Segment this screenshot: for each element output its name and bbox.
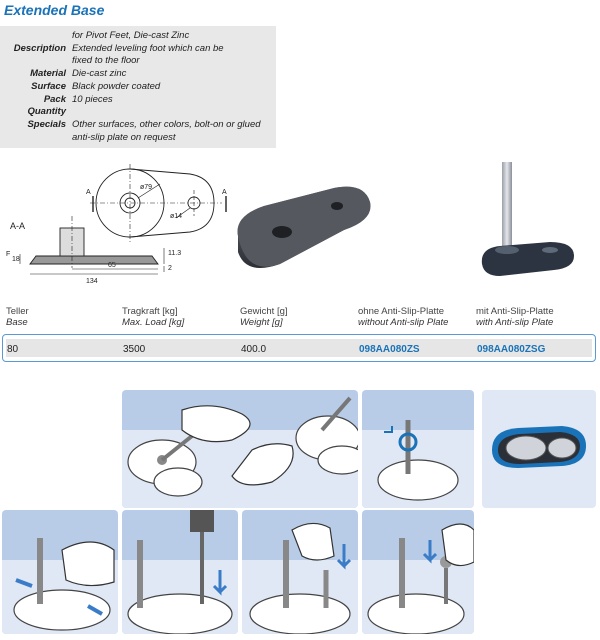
spec-value: anti-slip plate on request [72,131,176,143]
spec-key [4,55,72,68]
step-lock-nut [362,390,474,508]
spec-key: Specials [27,118,66,130]
base-photo [237,186,371,268]
dim-2: 2 [168,265,172,272]
spec-value: fixed to the floor [72,55,140,67]
dim-diameter-79: ø79 [140,184,152,191]
section-label: A-A [10,221,25,231]
spec-intro: for Pivot Feet, Die-cast Zinc [72,30,190,41]
spec-value: Die-cast zinc [72,68,127,80]
step-drill-hole [122,510,238,634]
base-section [29,255,159,265]
spec-row: anti-slip plate on request [4,132,272,145]
table-row: 80 3500 400.0 098AA080ZS 098AA080ZSG [2,334,596,362]
spec-key: Material [30,68,66,80]
dim-65: 65 [108,262,116,269]
spec-row: Description Extended leveling foot which… [4,43,272,56]
leveling-foot-photo [481,162,574,276]
spec-value: Extended leveling foot which can be [72,42,224,54]
step-insert-stud [122,390,358,508]
dim-height-18: 18 [12,256,20,263]
cell-code-with-plate[interactable]: 098AA080ZSG [477,344,546,355]
spec-row: Material Die-cast zinc [4,68,272,81]
spec-row: Specials Other surfaces, other colors, b… [4,119,272,132]
spec-value: Other surfaces, other colors, bolt-on or… [72,118,261,130]
spec-key [4,132,72,145]
technical-drawing: A-A A A ø79 ø14 18 F 11.3 2 65 134 [6,164,227,285]
dim-diameter-14: ø14 [170,213,182,220]
step-position-base [2,510,118,634]
column-header-without-plate: ohne Anti-Slip-Platte without Anti-slip … [358,306,449,328]
spec-value: Black powder coated [72,80,161,92]
spec-key: Description [13,42,66,54]
spec-row: fixed to the floor [4,55,272,68]
column-header-weight: Gewicht [g] Weight [g] [240,306,288,328]
step-anti-slip-plate [482,390,596,508]
cell-code-without-plate[interactable]: 098AA080ZS [359,344,420,355]
cell-base: 80 [7,344,19,355]
dim-f-label: F [6,251,10,258]
cell-load: 3500 [123,344,146,355]
dim-11-3: 11.3 [168,250,181,257]
spec-row: Surface Black powder coated [4,81,272,94]
spec-intro-row: for Pivot Feet, Die-cast Zinc [4,30,272,43]
spec-key: Surface [31,80,66,92]
column-header-load: Tragkraft [kg] Max. Load [kg] [122,306,185,328]
page-title: Extended Base [4,2,105,18]
step-tighten-screw [362,510,474,634]
section-marker-right: A [222,189,227,196]
column-header-base: Teller Base [6,306,29,328]
section-marker-left: A [86,189,91,196]
step-insert-anchor [242,510,358,634]
specification-box: for Pivot Feet, Die-cast Zinc Descriptio… [0,26,276,148]
stud-section [59,227,85,257]
cell-weight: 400.0 [241,344,267,355]
spec-key: Pack Quantity [27,93,66,118]
table-header: Teller Base Tragkraft [kg] Max. Load [kg… [4,306,596,330]
spec-value: 10 pieces [72,93,113,105]
spec-row: Pack Quantity 10 pieces [4,94,272,119]
dim-134: 134 [86,278,98,285]
column-header-with-plate: mit Anti-Slip-Platte with Anti-slip Plat… [476,306,554,328]
